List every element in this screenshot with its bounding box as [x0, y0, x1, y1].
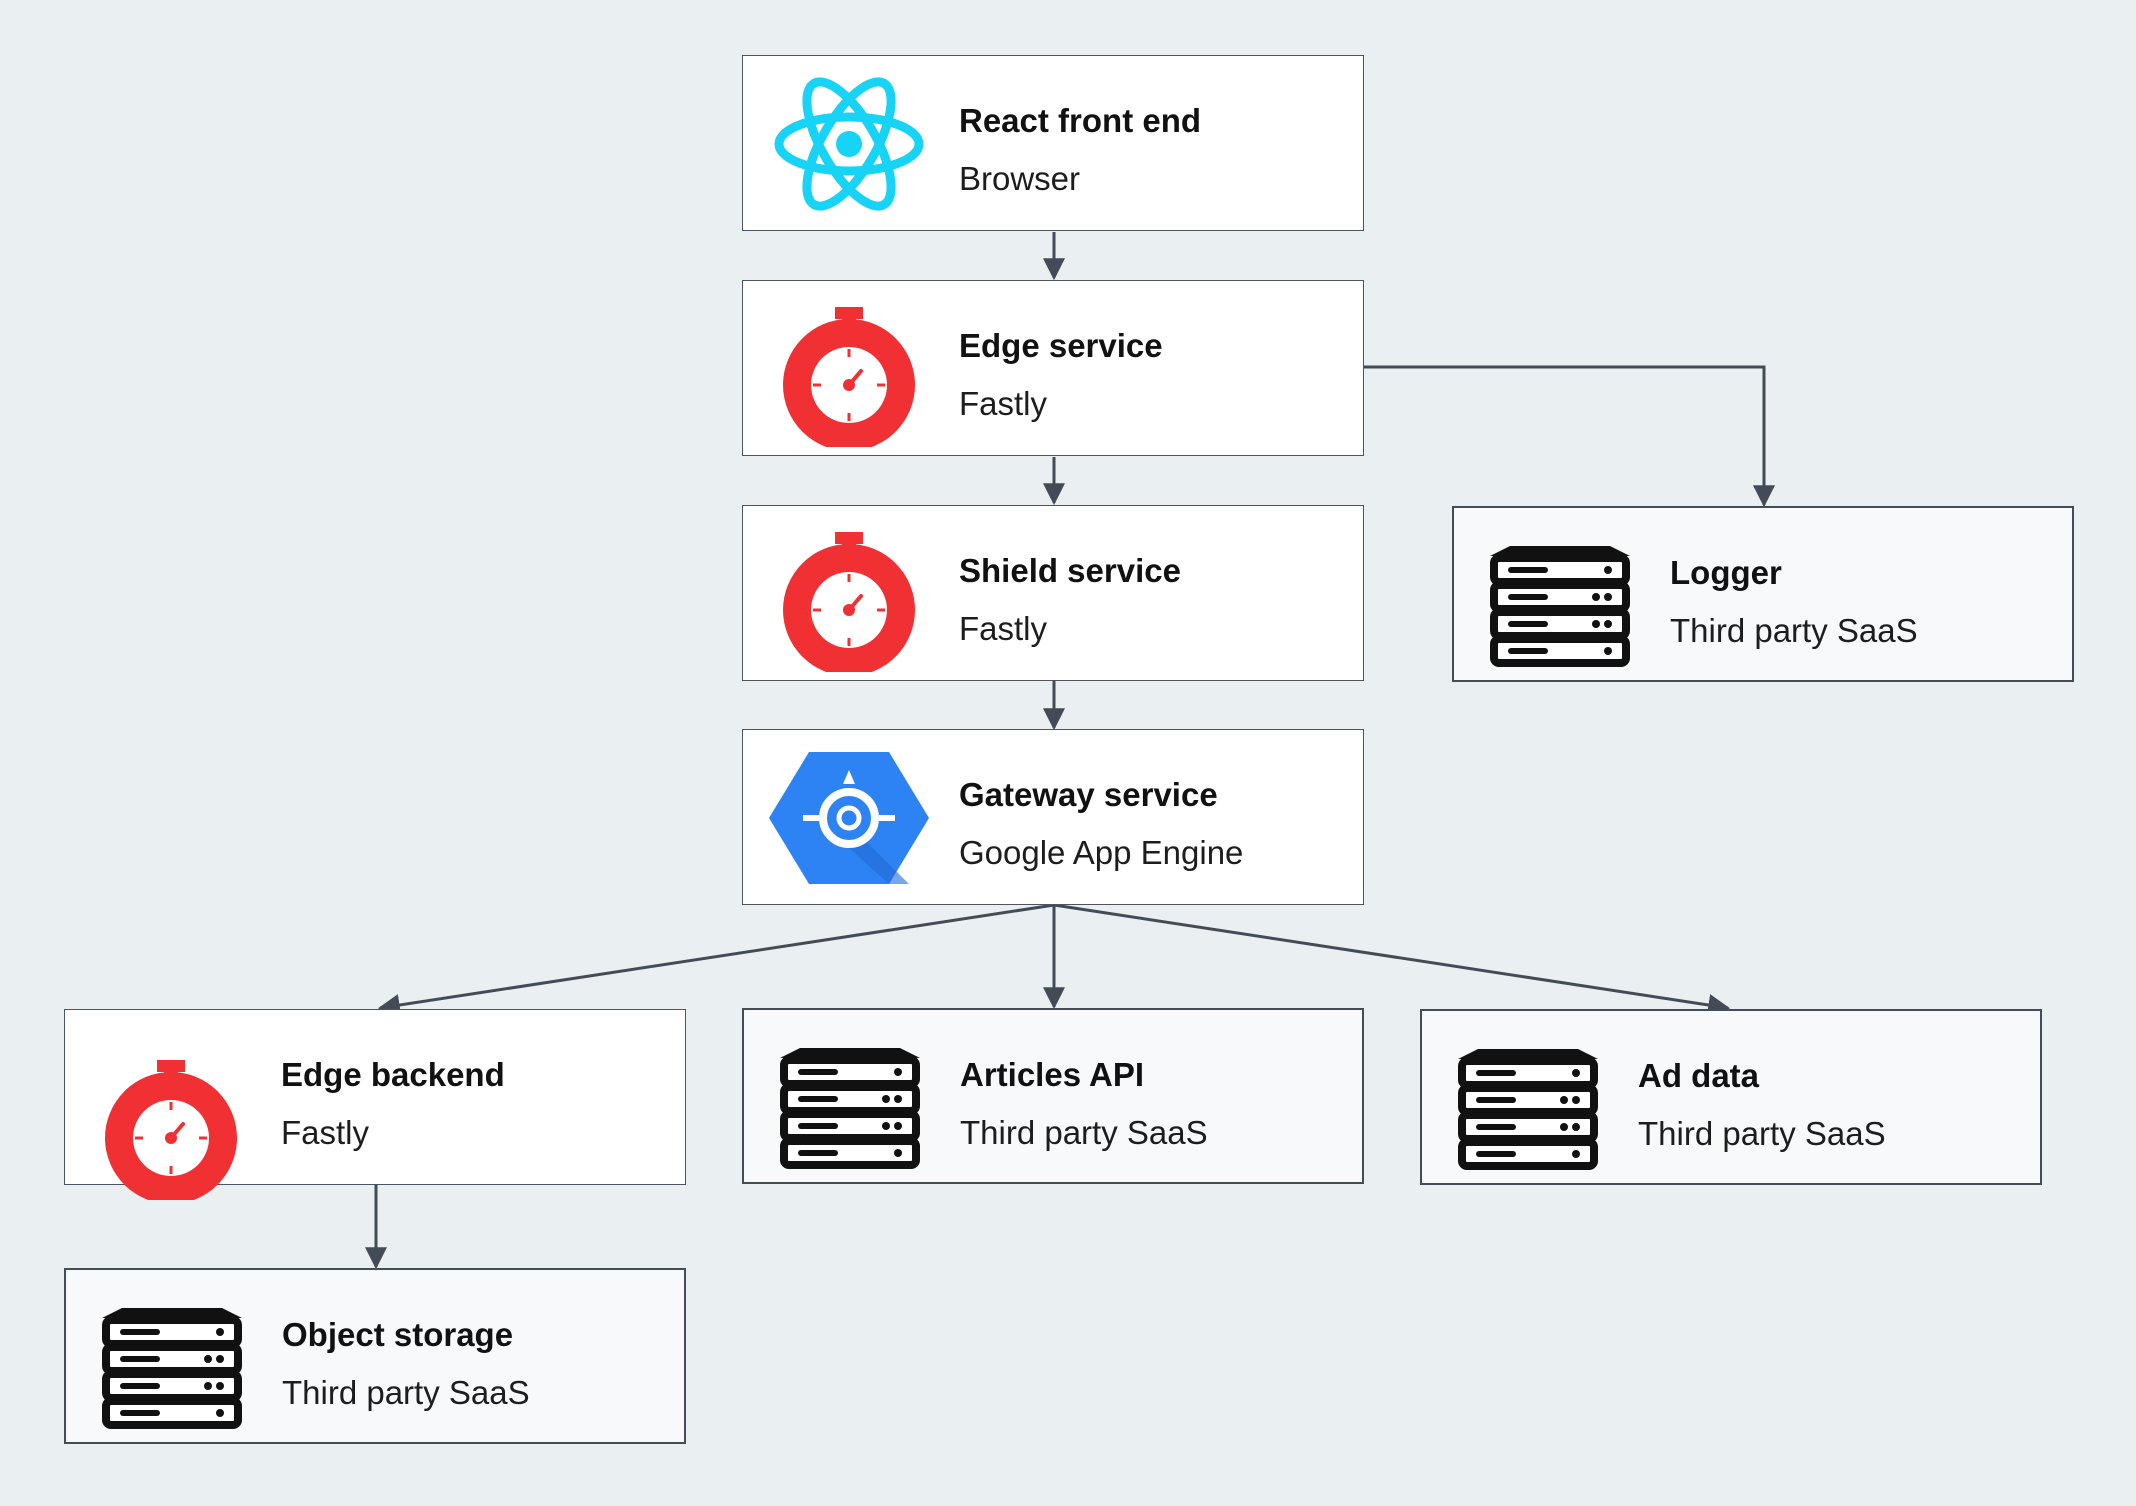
- node-title: Gateway service: [959, 776, 1218, 813]
- server-rack-icon: [1480, 518, 1640, 674]
- node-edge-backend[interactable]: Edge backend Fastly: [64, 1009, 686, 1200]
- node-title: Articles API: [960, 1056, 1145, 1093]
- app-engine-icon: [769, 740, 929, 896]
- node-title: Logger: [1670, 554, 1782, 591]
- node-subtitle: Fastly: [281, 1114, 370, 1151]
- node-title: Shield service: [959, 552, 1181, 589]
- node-title: React front end: [959, 102, 1202, 139]
- node-subtitle: Third party SaaS: [282, 1374, 530, 1411]
- node-subtitle: Fastly: [959, 610, 1048, 647]
- node-edge-service[interactable]: Edge service Fastly: [742, 280, 1364, 456]
- edge-gateway-to-ad-data: [1053, 903, 1731, 1016]
- node-object-storage[interactable]: Object storage Third party SaaS: [64, 1268, 686, 1444]
- react-icon: [769, 66, 929, 222]
- node-title: Edge backend: [281, 1056, 505, 1093]
- node-title: Edge service: [959, 327, 1163, 364]
- node-articles-api[interactable]: Articles API Third party SaaS: [742, 1008, 1364, 1184]
- node-subtitle: Browser: [959, 160, 1081, 197]
- node-react-front-end[interactable]: React front end Browser: [742, 55, 1364, 231]
- fastly-stopwatch-icon: [91, 1044, 251, 1200]
- node-logger[interactable]: Logger Third party SaaS: [1452, 506, 2074, 682]
- node-subtitle: Third party SaaS: [1638, 1115, 1886, 1152]
- server-rack-icon: [92, 1280, 252, 1436]
- edge-edge-service-to-logger: [1364, 365, 1775, 508]
- edge-gateway-to-edge-backend: [377, 903, 1055, 1016]
- server-rack-icon: [1448, 1021, 1608, 1177]
- server-rack-icon: [770, 1020, 930, 1176]
- fastly-stopwatch-icon: [769, 291, 929, 447]
- node-subtitle: Fastly: [959, 385, 1048, 422]
- node-title: Ad data: [1638, 1057, 1760, 1094]
- node-ad-data[interactable]: Ad data Third party SaaS: [1420, 1009, 2042, 1185]
- node-subtitle: Google App Engine: [959, 834, 1244, 871]
- node-gateway-service[interactable]: Gateway service Google App Engine: [742, 729, 1364, 905]
- fastly-stopwatch-icon: [769, 516, 929, 672]
- node-subtitle: Third party SaaS: [1670, 612, 1918, 649]
- node-title: Object storage: [282, 1316, 514, 1353]
- node-shield-service[interactable]: Shield service Fastly: [742, 505, 1364, 681]
- node-subtitle: Third party SaaS: [960, 1114, 1208, 1151]
